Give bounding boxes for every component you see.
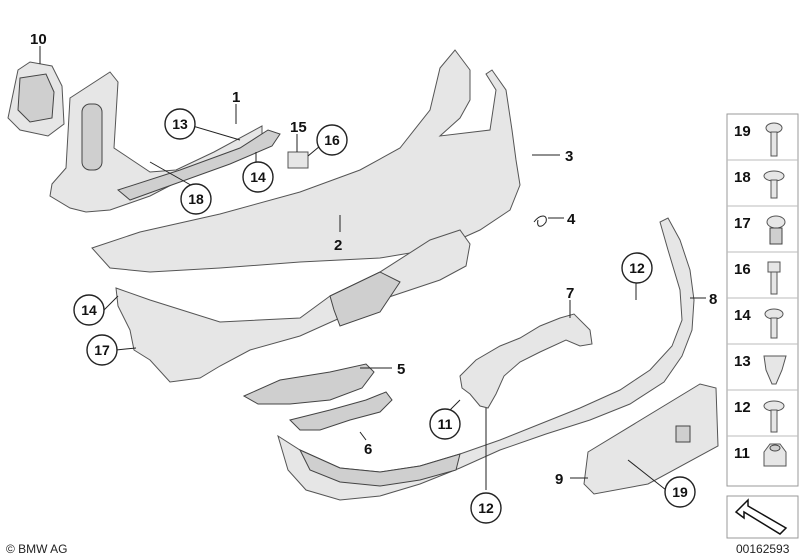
label-8: 8: [709, 291, 717, 308]
label-5: 5: [397, 361, 405, 378]
clip-13-icon: [763, 355, 787, 385]
callout-13: 13: [164, 108, 196, 140]
label-1: 1: [232, 89, 240, 106]
part-2-bumper-cover-upper[interactable]: [91, 49, 521, 273]
part-15-clip[interactable]: [287, 151, 309, 169]
label-9: 9: [555, 471, 563, 488]
svg-text:17: 17: [94, 342, 110, 358]
callout-14-top: 14: [242, 161, 274, 193]
label-6: 6: [364, 441, 372, 458]
label-7: 7: [566, 285, 574, 302]
legend-label-14: 14: [734, 307, 751, 324]
copyright-text: © BMW AG: [6, 542, 68, 556]
legend-label-11: 11: [734, 445, 750, 462]
legend-label-17: 17: [734, 215, 751, 232]
svg-text:19: 19: [672, 484, 688, 500]
svg-text:18: 18: [188, 191, 204, 207]
legend-label-19: 19: [734, 123, 751, 140]
part-6-grille[interactable]: [289, 391, 393, 431]
svg-text:14: 14: [250, 169, 266, 185]
direction-arrow-icon: [726, 495, 799, 539]
part-7-bracket[interactable]: [459, 313, 593, 409]
diagram-id: 00162593: [736, 542, 790, 556]
callout-18: 18: [180, 183, 212, 215]
legend-label-13: 13: [734, 353, 751, 370]
legend-label-18: 18: [734, 169, 751, 186]
screw-12-icon: [763, 400, 785, 433]
svg-text:12: 12: [478, 500, 494, 516]
callout-14-left: 14: [73, 294, 105, 326]
label-3: 3: [565, 148, 573, 165]
legend-label-12: 12: [734, 399, 751, 416]
rivet-17-icon: [766, 215, 786, 245]
part-5-grille[interactable]: [242, 363, 375, 405]
nut-11-icon: [763, 443, 787, 467]
part-10-bracket[interactable]: [7, 61, 65, 137]
svg-text:16: 16: [324, 132, 340, 148]
legend-label-16: 16: [734, 261, 751, 278]
callout-16: 16: [316, 124, 348, 156]
part-4-clip[interactable]: [533, 215, 547, 227]
label-2: 2: [334, 237, 342, 254]
part-1-guide[interactable]: [116, 129, 281, 201]
part-9-plate-bracket[interactable]: [583, 383, 719, 495]
callout-12-right: 12: [621, 252, 653, 284]
screw-14-icon: [764, 308, 784, 339]
callout-11: 11: [429, 408, 461, 440]
svg-text:12: 12: [629, 260, 645, 276]
label-4: 4: [567, 211, 576, 228]
svg-text:11: 11: [438, 416, 453, 432]
svg-text:13: 13: [172, 116, 188, 132]
part-8-diffuser[interactable]: [277, 217, 695, 501]
label-10: 10: [30, 31, 47, 48]
bolt-19-icon: [765, 122, 783, 157]
lower-bumper[interactable]: [115, 229, 471, 383]
callout-12-bottom: 12: [470, 492, 502, 524]
callout-19: 19: [664, 476, 696, 508]
svg-text:14: 14: [81, 302, 97, 318]
callout-17: 17: [86, 334, 118, 366]
bolt-16-icon: [767, 261, 781, 295]
fastener-legend: 19 18 17 16 14 13 12: [726, 113, 799, 487]
label-15: 15: [290, 119, 307, 136]
screw-18-icon: [763, 170, 785, 199]
